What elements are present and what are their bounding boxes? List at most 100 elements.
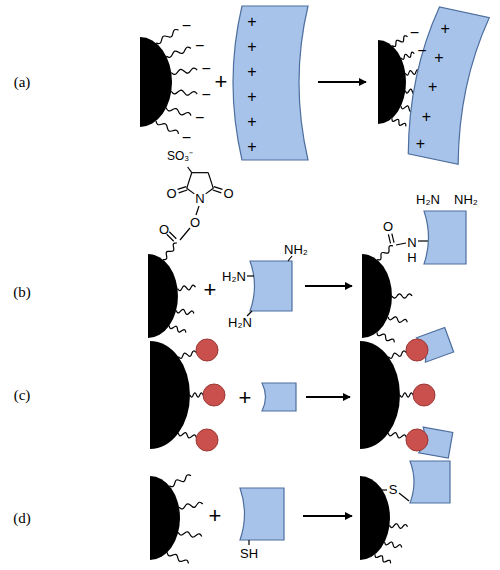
protein-shape <box>233 6 308 160</box>
group-label: H₂N <box>228 316 252 329</box>
ligand-chain <box>156 121 179 134</box>
charge-sign: − <box>410 25 419 41</box>
atom-label: S <box>389 483 398 496</box>
reaction-plus: + <box>239 387 252 409</box>
bond-line <box>418 240 429 241</box>
reaction-arrow <box>305 285 352 287</box>
ligand-chain <box>167 552 188 563</box>
bond-line <box>192 172 208 173</box>
group-label: SO₃⁻ <box>167 150 193 162</box>
double-bond <box>392 234 394 243</box>
bond-line <box>196 206 199 215</box>
protein-shape <box>250 261 292 311</box>
bond-line <box>180 228 190 240</box>
ligand-chain <box>169 475 191 487</box>
bond-line <box>248 540 249 545</box>
atom-label: O <box>159 223 169 236</box>
atom-label: N <box>195 192 204 205</box>
charge-sign: + <box>247 39 256 55</box>
ligand-chain <box>388 351 406 358</box>
panel-label: (d) <box>13 511 31 526</box>
ligand-chain <box>178 532 202 537</box>
double-bond <box>213 190 222 193</box>
atom-label: O <box>223 187 233 200</box>
ligand-chain <box>176 309 194 314</box>
bond-line <box>187 188 195 194</box>
ligand-chain <box>377 246 393 260</box>
ligand-chain <box>166 47 191 57</box>
nanoparticle <box>150 476 180 560</box>
double-bond <box>214 187 223 190</box>
bond-line <box>206 188 214 194</box>
binding-ligand <box>203 384 225 406</box>
binding-ligand <box>196 339 218 361</box>
binding-ligand <box>406 429 428 451</box>
ligand-chain <box>178 351 196 358</box>
protein-shape <box>240 488 284 540</box>
bond-line <box>247 275 254 276</box>
ligand-chain <box>178 285 196 290</box>
bond-line <box>188 167 192 173</box>
nanoparticle <box>360 476 390 560</box>
group-label: NH₂ <box>454 193 478 206</box>
ligand-chain <box>178 433 196 438</box>
charge-sign: + <box>416 136 425 152</box>
bond-line <box>208 173 213 189</box>
panel-label: (c) <box>14 388 31 403</box>
ligand-chain <box>190 393 203 397</box>
ligand-chain <box>377 332 394 342</box>
double-bond <box>388 234 390 243</box>
charge-sign: + <box>247 139 256 155</box>
nanoparticle <box>378 40 406 124</box>
atom-label: O <box>190 216 200 229</box>
charge-sign: − <box>417 43 426 59</box>
bond-line <box>187 173 192 189</box>
charge-sign: + <box>440 21 449 37</box>
bond-line <box>288 256 292 261</box>
ligand-chain <box>163 243 177 260</box>
ligand-chain <box>401 52 414 59</box>
bond-line <box>399 493 409 501</box>
binding-ligand <box>413 384 435 406</box>
ligand-chain <box>375 554 391 563</box>
ligand-chain <box>392 36 408 47</box>
reaction-plus: + <box>209 505 222 527</box>
charge-sign: + <box>422 109 431 125</box>
charge-sign: + <box>428 79 437 95</box>
ligand-chain <box>390 524 408 529</box>
ligand-chain <box>169 326 186 333</box>
ligand-chain <box>392 118 406 126</box>
reaction-plus: + <box>215 71 228 93</box>
reaction-arrow <box>306 396 350 398</box>
ligand-chain <box>388 433 406 438</box>
ligand-chain <box>400 393 413 397</box>
binding-ligand <box>406 339 428 361</box>
charge-sign: + <box>434 50 443 66</box>
nanoparticle <box>140 37 172 127</box>
group-label: NH₂ <box>284 243 308 256</box>
charge-sign: + <box>247 89 256 105</box>
charge-sign: − <box>182 130 191 146</box>
reaction-arrow <box>303 515 352 517</box>
atom-label: O <box>383 220 393 233</box>
bond-line <box>396 243 406 245</box>
protein-shape <box>410 461 450 503</box>
panel-label: (b) <box>13 285 31 300</box>
charge-sign: − <box>195 110 204 126</box>
charge-sign: + <box>247 114 256 130</box>
protein-shape <box>424 211 466 264</box>
ligand-chain <box>179 502 203 509</box>
charge-sign: − <box>201 87 210 103</box>
bond-line <box>382 489 387 490</box>
ligand-chain <box>388 317 407 323</box>
reaction-arrow <box>318 81 366 83</box>
group-label: H₂N <box>222 270 246 283</box>
charge-sign: − <box>195 38 204 54</box>
atom-label: H <box>407 251 416 264</box>
group-label: H₂N <box>416 193 440 206</box>
binding-ligand <box>196 429 218 451</box>
atom-label: N <box>407 236 416 249</box>
